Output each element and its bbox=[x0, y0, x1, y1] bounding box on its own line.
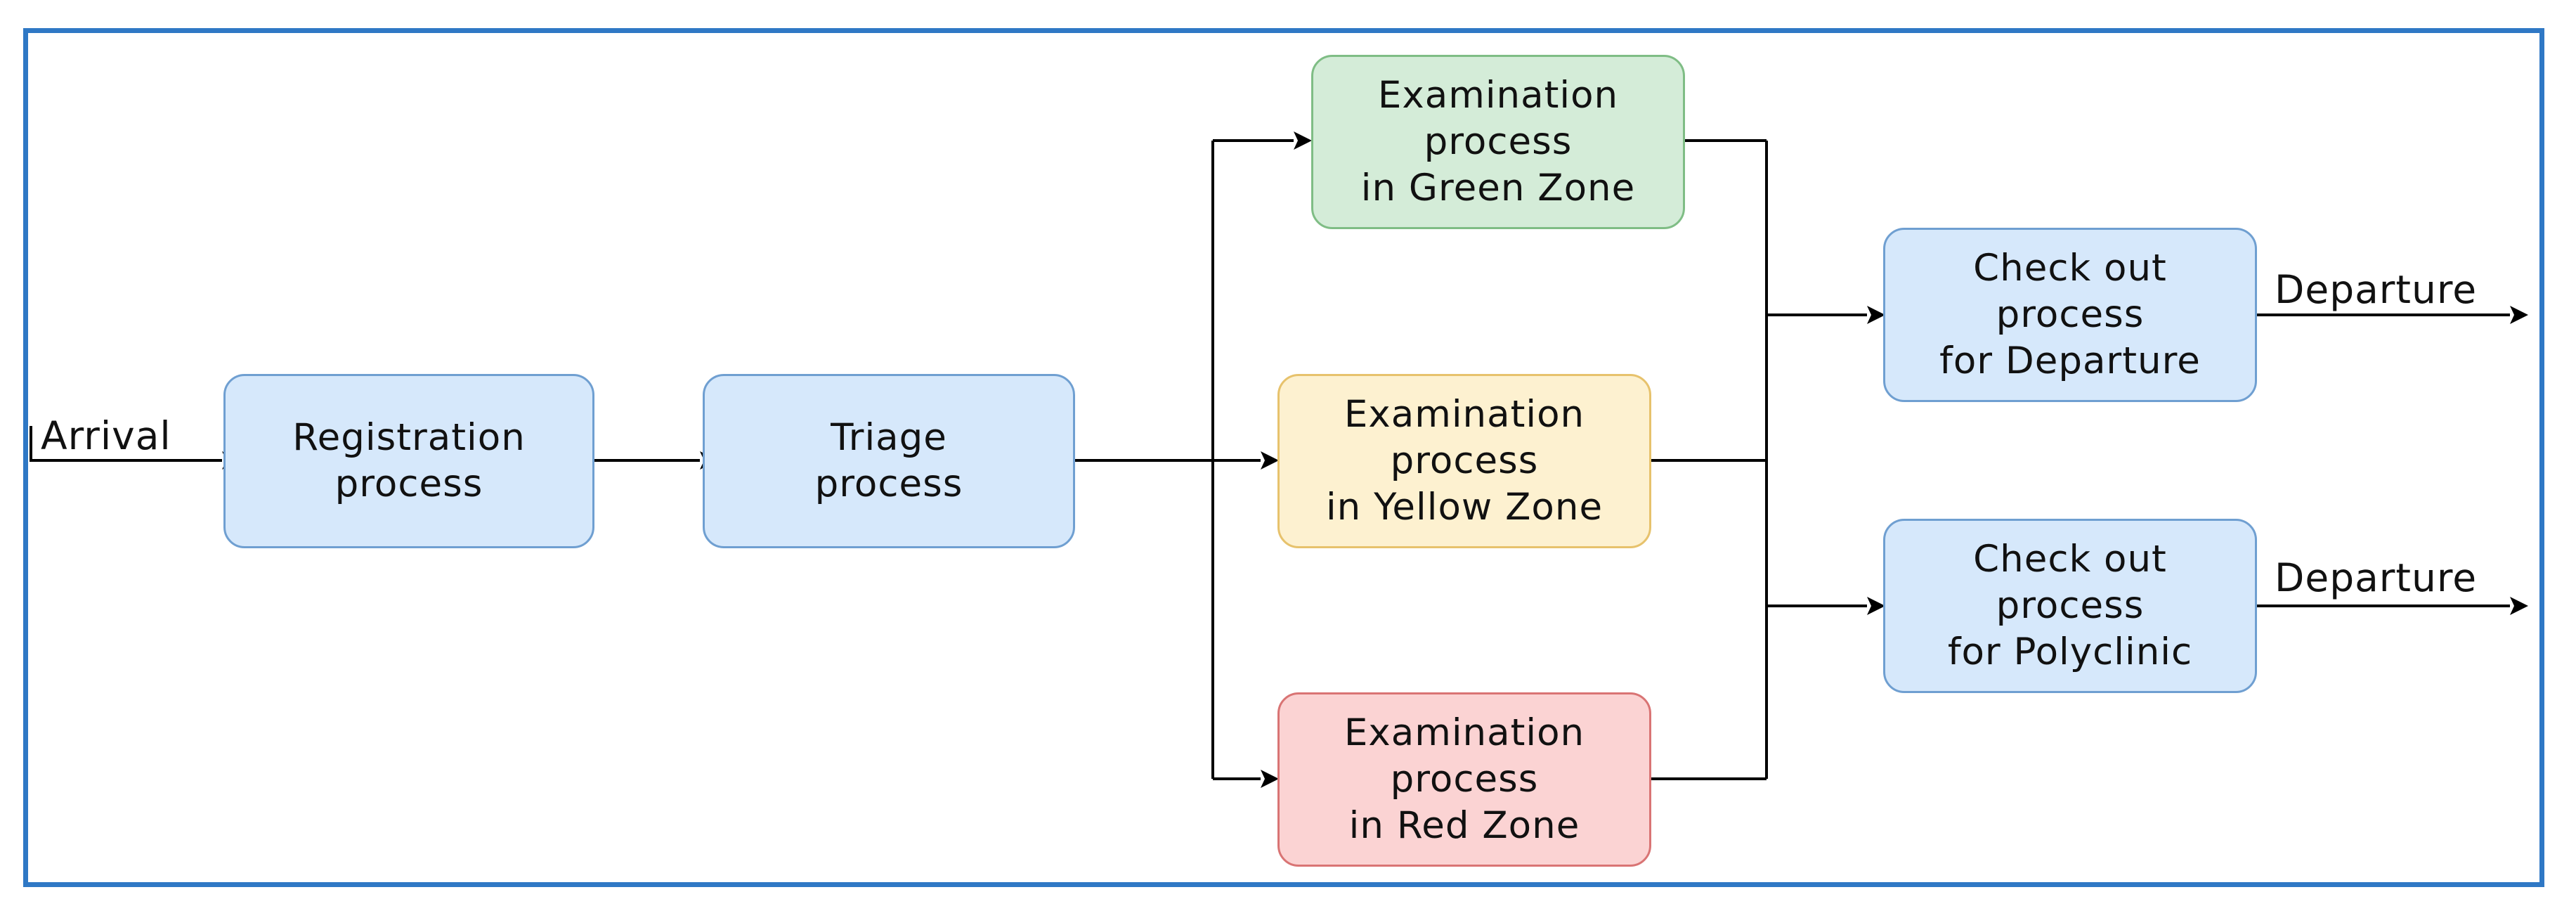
label-departure-1: Departure bbox=[2275, 267, 2478, 312]
arrowhead-departure-2 bbox=[2510, 597, 2528, 615]
node-registration-line-2: process bbox=[334, 463, 483, 505]
node-examination-red-zone: Examination process in Red Zone bbox=[1277, 692, 1651, 867]
node-checkout-polyclinic-line-2: process bbox=[1996, 584, 2145, 627]
node-red-line-1: Examination bbox=[1344, 711, 1585, 754]
node-green-line-2: process bbox=[1424, 120, 1573, 163]
arrow-arrival-to-registration bbox=[30, 426, 222, 462]
node-registration-line-1: Registration bbox=[292, 416, 526, 459]
arrowhead-yellow bbox=[1261, 451, 1279, 470]
node-examination-green-zone: Examination process in Green Zone bbox=[1311, 55, 1685, 229]
node-red-line-2: process bbox=[1390, 758, 1539, 801]
node-registration-process: Registration process bbox=[223, 374, 594, 548]
node-triage-line-2: process bbox=[814, 463, 963, 505]
arrowhead-red bbox=[1261, 770, 1279, 788]
node-green-line-3: in Green Zone bbox=[1360, 167, 1636, 209]
node-triage-process: Triage process bbox=[703, 374, 1075, 548]
node-checkout-polyclinic: Check out process for Polyclinic bbox=[1883, 519, 2257, 693]
node-checkout-polyclinic-line-1: Check out bbox=[1973, 538, 2167, 581]
node-triage-line-1: Triage bbox=[831, 416, 947, 459]
label-arrival: Arrival bbox=[41, 413, 171, 458]
label-departure-2: Departure bbox=[2275, 555, 2478, 600]
node-checkout-departure: Check out process for Departure bbox=[1883, 228, 2257, 402]
node-checkout-departure-line-2: process bbox=[1996, 293, 2145, 336]
node-examination-yellow-zone: Examination process in Yellow Zone bbox=[1277, 374, 1651, 548]
node-checkout-departure-line-1: Check out bbox=[1973, 247, 2167, 290]
arrowhead-checkout-departure bbox=[1867, 306, 1885, 324]
arrowhead-green bbox=[1294, 131, 1312, 150]
node-red-line-3: in Red Zone bbox=[1348, 804, 1580, 847]
node-checkout-departure-line-3: for Departure bbox=[1939, 340, 2201, 382]
node-yellow-line-1: Examination bbox=[1344, 393, 1585, 436]
node-checkout-polyclinic-line-3: for Polyclinic bbox=[1947, 631, 2193, 673]
node-yellow-line-3: in Yellow Zone bbox=[1325, 486, 1604, 529]
node-green-line-1: Examination bbox=[1377, 74, 1619, 117]
arrowhead-checkout-polyclinic bbox=[1867, 597, 1885, 615]
arrowhead-departure-1 bbox=[2510, 306, 2528, 324]
node-yellow-line-2: process bbox=[1390, 439, 1539, 482]
